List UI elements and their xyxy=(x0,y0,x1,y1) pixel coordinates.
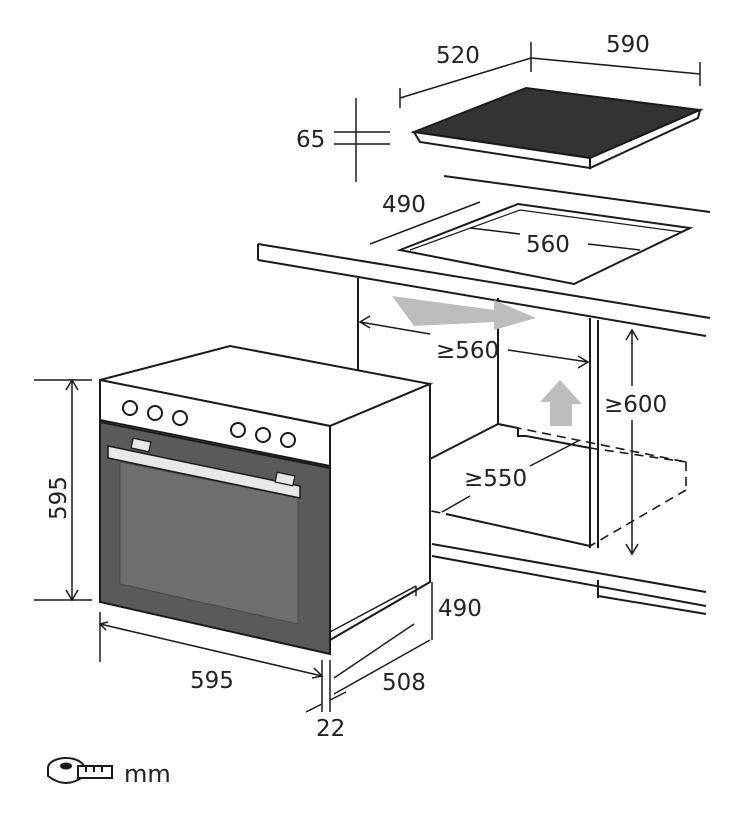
tape-measure-icon xyxy=(47,757,113,784)
niche-depth-dimension xyxy=(441,439,581,513)
airflow-arrow-up-icon xyxy=(540,380,582,426)
cutout-depth-label: 490 xyxy=(382,192,426,218)
hob-width-label: 520 xyxy=(436,43,480,69)
oven-front-thickness-label: 22 xyxy=(316,716,345,742)
hob-depth-dimension xyxy=(530,57,701,86)
hob-frame-side xyxy=(589,108,702,170)
hob-depth-label: 590 xyxy=(606,32,650,58)
hob-height-dimension xyxy=(334,98,390,182)
cabinet-niche xyxy=(357,278,707,615)
niche-width-label: ≥560 xyxy=(436,338,499,364)
worktop-cutout xyxy=(396,202,694,286)
oven-window xyxy=(119,461,299,625)
oven-height-label: 595 xyxy=(46,476,72,520)
oven-knob-icon xyxy=(172,410,188,426)
worktop xyxy=(257,175,711,337)
cutout-depth-dimension xyxy=(369,201,481,245)
oven-handle xyxy=(107,445,301,499)
oven-body-depth-dimension xyxy=(329,582,433,712)
oven-width-dimension xyxy=(98,612,324,712)
oven-body-depth-label: 508 xyxy=(382,670,426,696)
hob-height-label: 65 xyxy=(296,127,325,153)
oven-side xyxy=(329,382,431,642)
airflow-arrow-out-icon xyxy=(392,296,536,330)
cutout-width-label: 560 xyxy=(526,232,570,258)
oven-knob-icon xyxy=(280,432,296,448)
niche-width-dimension xyxy=(358,315,590,369)
cutout-width-dimension xyxy=(469,227,641,251)
niche-depth-label: ≥550 xyxy=(464,466,527,492)
hob xyxy=(410,86,704,170)
oven-knob-icon xyxy=(255,427,271,443)
niche-height-label: ≥600 xyxy=(604,392,667,418)
niche-height-dimension xyxy=(625,328,639,556)
oven-control-panel xyxy=(99,378,331,468)
oven-width-label: 595 xyxy=(190,668,234,694)
oven-depth-label: 490 xyxy=(438,596,482,622)
oven-knob-icon xyxy=(122,400,138,416)
oven-knob-icon xyxy=(147,405,163,421)
unit-label: mm xyxy=(124,760,171,788)
oven-height-dimension xyxy=(34,378,92,602)
oven-front-thickness-dimension xyxy=(305,691,347,713)
oven-knob-icon xyxy=(230,422,246,438)
oven xyxy=(99,344,434,656)
hob-width-dimension xyxy=(399,42,532,108)
